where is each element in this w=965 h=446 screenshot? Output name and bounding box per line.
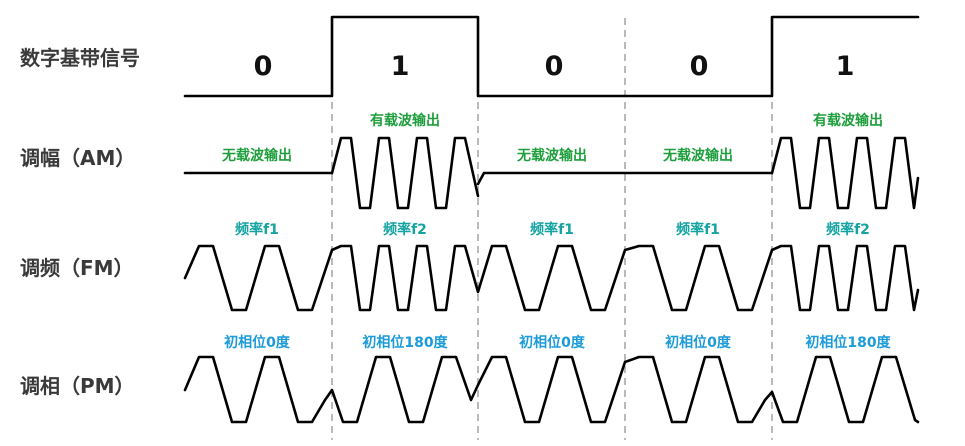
pm-label-1: 初相位0度 [224, 334, 291, 351]
row-label-am: 调幅（AM） [20, 146, 135, 170]
row-label-fm: 调频（FM） [20, 256, 134, 280]
am-wave-carrier-2 [770, 136, 920, 210]
pm-label-5: 初相位180度 [805, 334, 891, 351]
pm-label-3: 初相位0度 [519, 334, 586, 351]
am-label-3: 无载波输出 [516, 147, 587, 164]
am-label-5: 有载波输出 [813, 112, 883, 129]
am-label-4: 无载波输出 [662, 147, 733, 164]
bit-dividers [331, 18, 773, 440]
fm-label-2: 频率f2 [383, 221, 427, 238]
pm-segment-labels: 初相位0度 初相位180度 初相位0度 初相位0度 初相位180度 [224, 334, 891, 351]
bit-label-2: 1 [391, 51, 410, 82]
am-label-1: 无载波输出 [221, 147, 292, 164]
row-label-pm: 调相（PM） [20, 374, 135, 398]
pm-wave [183, 355, 920, 424]
fm-label-1: 频率f1 [235, 221, 279, 238]
am-wave-flat-2 [476, 171, 774, 186]
fm-label-3: 频率f1 [530, 221, 574, 238]
digital-baseband-wave [183, 15, 920, 98]
bit-labels: 0 1 0 0 1 [254, 51, 855, 82]
bit-label-4: 0 [690, 51, 709, 82]
row-label-digital: 数字基带信号 [20, 46, 140, 70]
fm-label-4: 频率f1 [676, 221, 720, 238]
am-label-2: 有载波输出 [370, 112, 440, 129]
fm-wave [183, 244, 920, 312]
am-wave-carrier-1 [330, 136, 480, 210]
bit-label-5: 1 [836, 51, 855, 82]
pm-label-2: 初相位180度 [362, 334, 448, 351]
pm-label-4: 初相位0度 [665, 334, 732, 351]
bit-label-1: 0 [254, 51, 273, 82]
am-segment-labels: 无载波输出 有载波输出 无载波输出 无载波输出 有载波输出 [221, 112, 883, 164]
bit-label-3: 0 [545, 51, 564, 82]
fm-label-5: 频率f2 [826, 221, 870, 238]
fm-segment-labels: 频率f1 频率f2 频率f1 频率f1 频率f2 [235, 221, 870, 238]
